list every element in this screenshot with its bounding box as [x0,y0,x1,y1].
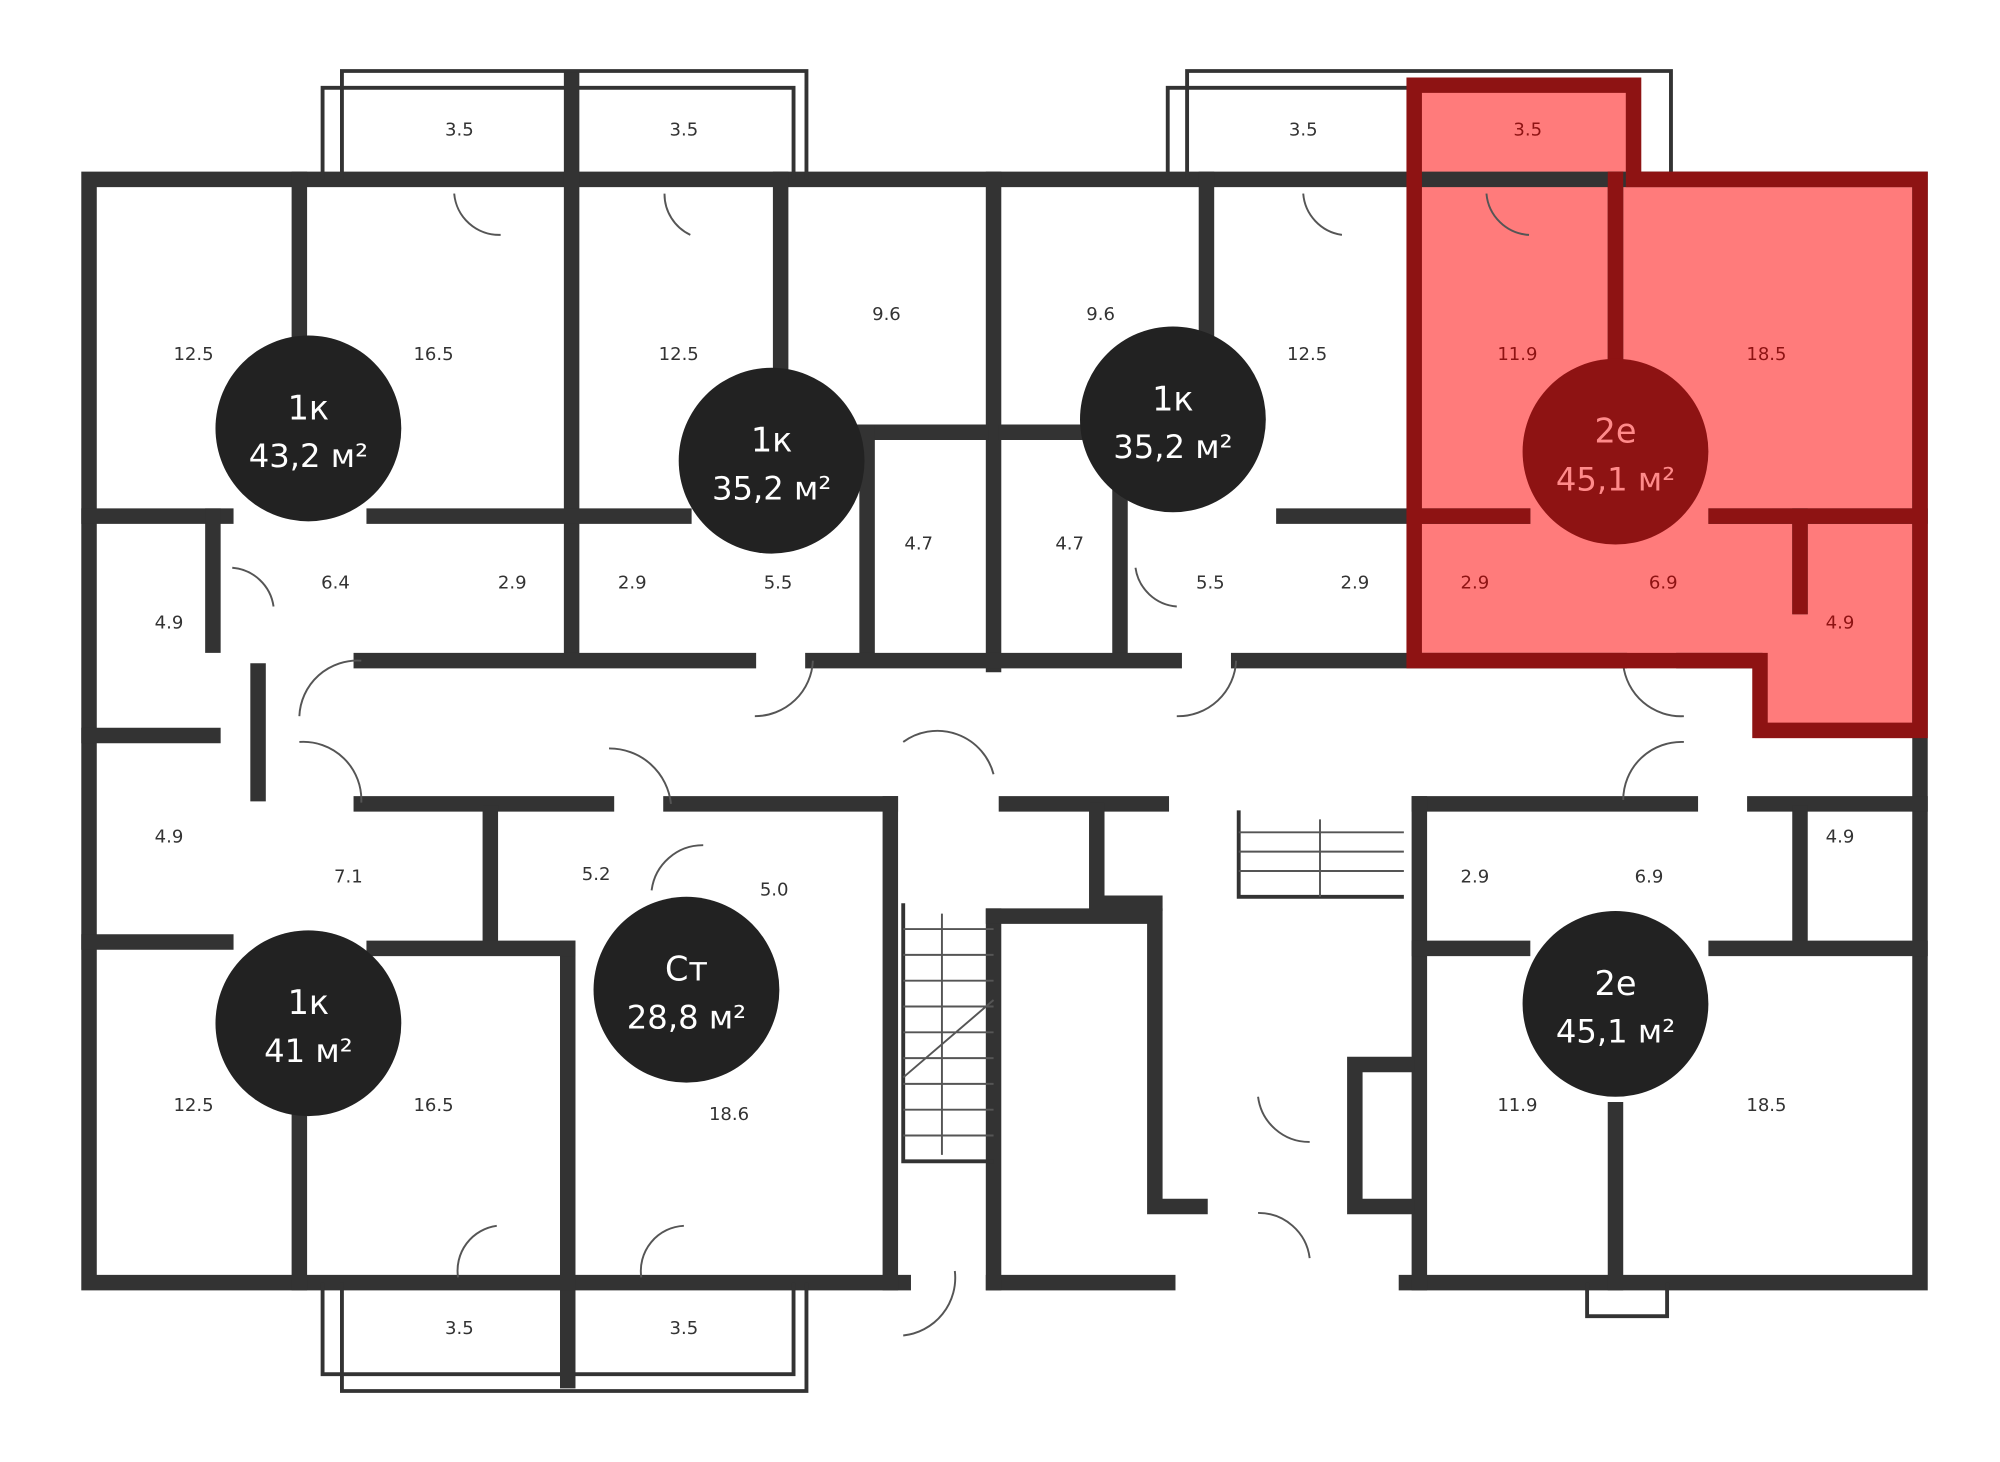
apartment-badge-2e[interactable]: 2е 45,1 м² [1522,911,1709,1097]
room-area: 16.5 [413,1095,453,1116]
room-area: 4.9 [1826,827,1855,848]
room-area: 2.9 [618,572,647,593]
room-area: 11.9 [1497,1095,1537,1116]
room-area: 3.5 [445,1318,474,1339]
room-area: 12.5 [1287,344,1327,365]
apartment-type: 1к [751,421,793,460]
walls [81,69,1928,1393]
room-area: 2.9 [1340,572,1369,593]
room-area: 12.5 [173,344,213,365]
apartment-type: 1к [1152,379,1194,418]
room-area: 4.7 [904,534,933,555]
apartment-type: Ст [665,950,708,989]
room-area: 18.5 [1746,1095,1786,1116]
apartment-type: 2е [1594,964,1636,1003]
apartment-area: 45,1 м² [1556,1013,1675,1051]
door-swings [232,193,1684,1337]
room-area: 6.4 [321,572,350,593]
apartment-type: 2е [1594,412,1636,451]
room-area: 5.5 [764,572,793,593]
apartment-area: 45,1 м² [1556,460,1675,498]
apartment-area: 41 м² [264,1032,353,1070]
room-area: 18.5 [1746,344,1786,365]
room-area: 3.5 [1513,120,1542,141]
room-area: 2.9 [1460,867,1489,888]
room-area: 9.6 [1086,304,1115,325]
room-area: 4.7 [1055,534,1084,555]
room-area: 2.9 [1460,572,1489,593]
room-area: 6.9 [1649,572,1678,593]
staircase [901,810,1404,1164]
apartment-type: 1к [288,388,330,427]
room-area: 4.9 [155,612,184,633]
apartment-badge-1k-41[interactable]: 1к 41 м² [215,930,402,1117]
apartment-type: 1к [288,983,330,1022]
apartment-area: 43,2 м² [249,437,368,475]
apartment-badge-2e-selected[interactable]: 2е 45,1 м² [1522,358,1709,545]
apartment-area: 35,2 м² [712,469,831,507]
room-area: 6.9 [1635,867,1664,888]
apartment-badge-1k-43[interactable]: 1к 43,2 м² [215,335,402,522]
room-area: 18.6 [709,1104,749,1125]
apartment-badge-1k-35b[interactable]: 1к 35,2 м² [1080,326,1266,513]
room-area: 3.5 [670,120,699,141]
selected-apartment-walls [1406,77,1928,739]
room-area: 11.9 [1497,344,1537,365]
room-area: 16.5 [413,344,453,365]
apartment-badge-studio[interactable]: Ст 28,8 м² [593,896,780,1083]
room-area: 5.5 [1196,572,1225,593]
room-area: 3.5 [1289,120,1318,141]
room-labels: 3.5 3.5 3.5 3.5 12.5 16.5 12.5 9.6 9.6 1… [155,120,1855,1340]
apartment-area: 35,2 м² [1113,428,1232,466]
room-area: 5.0 [760,880,789,901]
room-area: 7.1 [334,867,363,888]
room-area: 9.6 [872,304,901,325]
apartment-area: 28,8 м² [627,998,746,1036]
room-area: 12.5 [659,344,699,365]
room-area: 4.9 [155,827,184,848]
room-area: 4.9 [1826,612,1855,633]
room-area: 3.5 [445,120,474,141]
apartment-badge-1k-35a[interactable]: 1к 35,2 м² [678,367,865,554]
room-area: 12.5 [173,1095,213,1116]
room-area: 3.5 [670,1318,699,1339]
room-area: 5.2 [582,864,611,885]
room-area: 2.9 [498,572,527,593]
